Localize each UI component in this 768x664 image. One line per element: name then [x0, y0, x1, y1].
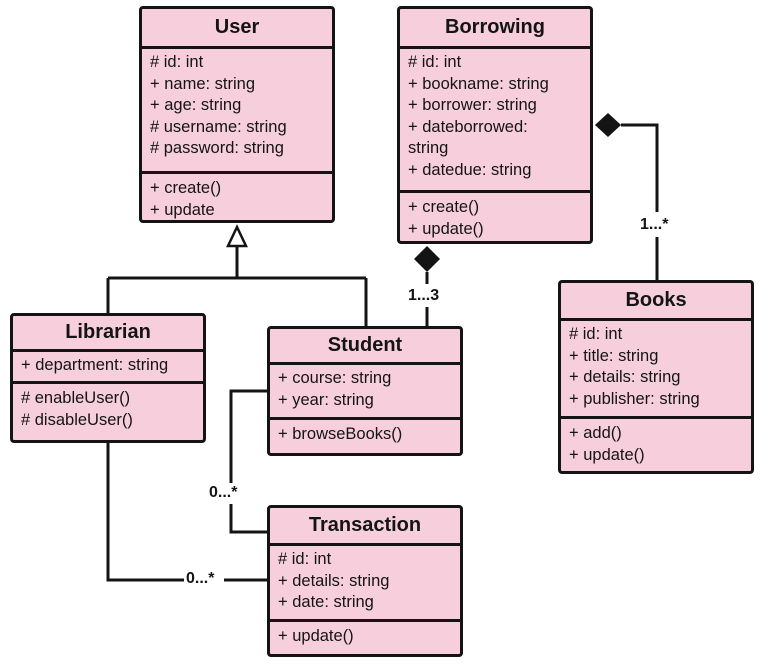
methods-section: + browseBooks() — [270, 420, 460, 450]
attributes-section: # id: int + name: string + age: string #… — [142, 49, 332, 174]
class-student: Student + course: string + year: string … — [267, 326, 463, 456]
attribute: # username: string — [150, 117, 287, 136]
attribute: + datedue: string — [408, 160, 532, 179]
method: + update() — [408, 219, 484, 238]
attribute: + details: string — [569, 368, 681, 386]
methods-section: # enableUser() # disableUser() — [13, 384, 203, 435]
attribute: + year: string — [278, 390, 374, 409]
attribute: # id: int — [408, 53, 462, 71]
attribute: + title: string — [569, 346, 659, 365]
class-name: User — [142, 9, 332, 49]
method: # disableUser() — [21, 410, 133, 429]
method: + update() — [569, 445, 645, 464]
methods-section: + create() + update() — [400, 193, 590, 244]
generalization-arrowhead — [226, 224, 248, 248]
attribute: + course: string — [278, 369, 392, 387]
method: + update() — [278, 627, 354, 645]
attribute: + details: string — [278, 571, 390, 590]
class-name: Books — [561, 283, 751, 321]
attribute: + department: string — [21, 356, 169, 374]
class-user: User # id: int + name: string + age: str… — [139, 6, 335, 223]
class-name: Borrowing — [400, 9, 590, 49]
attributes-section: # id: int + details: string + date: stri… — [270, 546, 460, 622]
class-name: Librarian — [13, 316, 203, 352]
attributes-section: # id: int + title: string + details: str… — [561, 321, 751, 419]
attributes-section: # id: int + bookname: string + borrower:… — [400, 49, 590, 193]
borrowing-books-line — [621, 123, 659, 212]
attribute: + borrower: string — [408, 96, 537, 114]
attribute: # password: string — [150, 139, 284, 157]
class-name: Student — [270, 329, 460, 365]
attribute: + dateborrowed: — [408, 117, 528, 136]
methods-section: + update() — [270, 622, 460, 652]
attribute: + age: string — [150, 96, 242, 114]
class-name: Transaction — [270, 508, 460, 546]
student-transaction-line — [229, 389, 269, 483]
attribute: + name: string — [150, 74, 256, 93]
attributes-section: + department: string — [13, 352, 203, 384]
attribute: + bookname: string — [408, 74, 549, 93]
method: + browseBooks() — [278, 425, 403, 443]
composition-diamond-student — [414, 246, 440, 272]
method: # enableUser() — [21, 389, 131, 407]
class-librarian: Librarian + department: string # enableU… — [10, 313, 206, 443]
class-borrowing: Borrowing # id: int + bookname: string +… — [397, 6, 593, 244]
composition-diamond-books — [595, 113, 621, 137]
attribute: + date: string — [278, 593, 374, 611]
attribute: string — [408, 139, 449, 157]
attribute: + publisher: string — [569, 389, 700, 408]
method: + add() — [569, 424, 622, 442]
attribute: # id: int — [569, 325, 623, 343]
attributes-section: + course: string + year: string — [270, 365, 460, 420]
multiplicity-borrowing-student: 1...3 — [408, 287, 440, 304]
multiplicity-librarian-transaction: 0...* — [186, 570, 215, 587]
method: + create() — [408, 198, 480, 216]
attribute: # id: int — [150, 53, 204, 71]
methods-section: + add() + update() — [561, 419, 751, 470]
class-transaction: Transaction # id: int + details: string … — [267, 505, 463, 657]
multiplicity-borrowing-books: 1...* — [640, 216, 669, 233]
method: + create() — [150, 179, 222, 197]
librarian-transaction-line — [106, 441, 184, 582]
methods-section: + create() + update — [142, 174, 332, 225]
multiplicity-student-transaction: 0...* — [209, 484, 238, 501]
class-books: Books # id: int + title: string + detail… — [558, 280, 754, 474]
method: + update — [150, 200, 215, 219]
attribute: # id: int — [278, 550, 332, 568]
student-transaction-line-lower — [229, 504, 269, 534]
